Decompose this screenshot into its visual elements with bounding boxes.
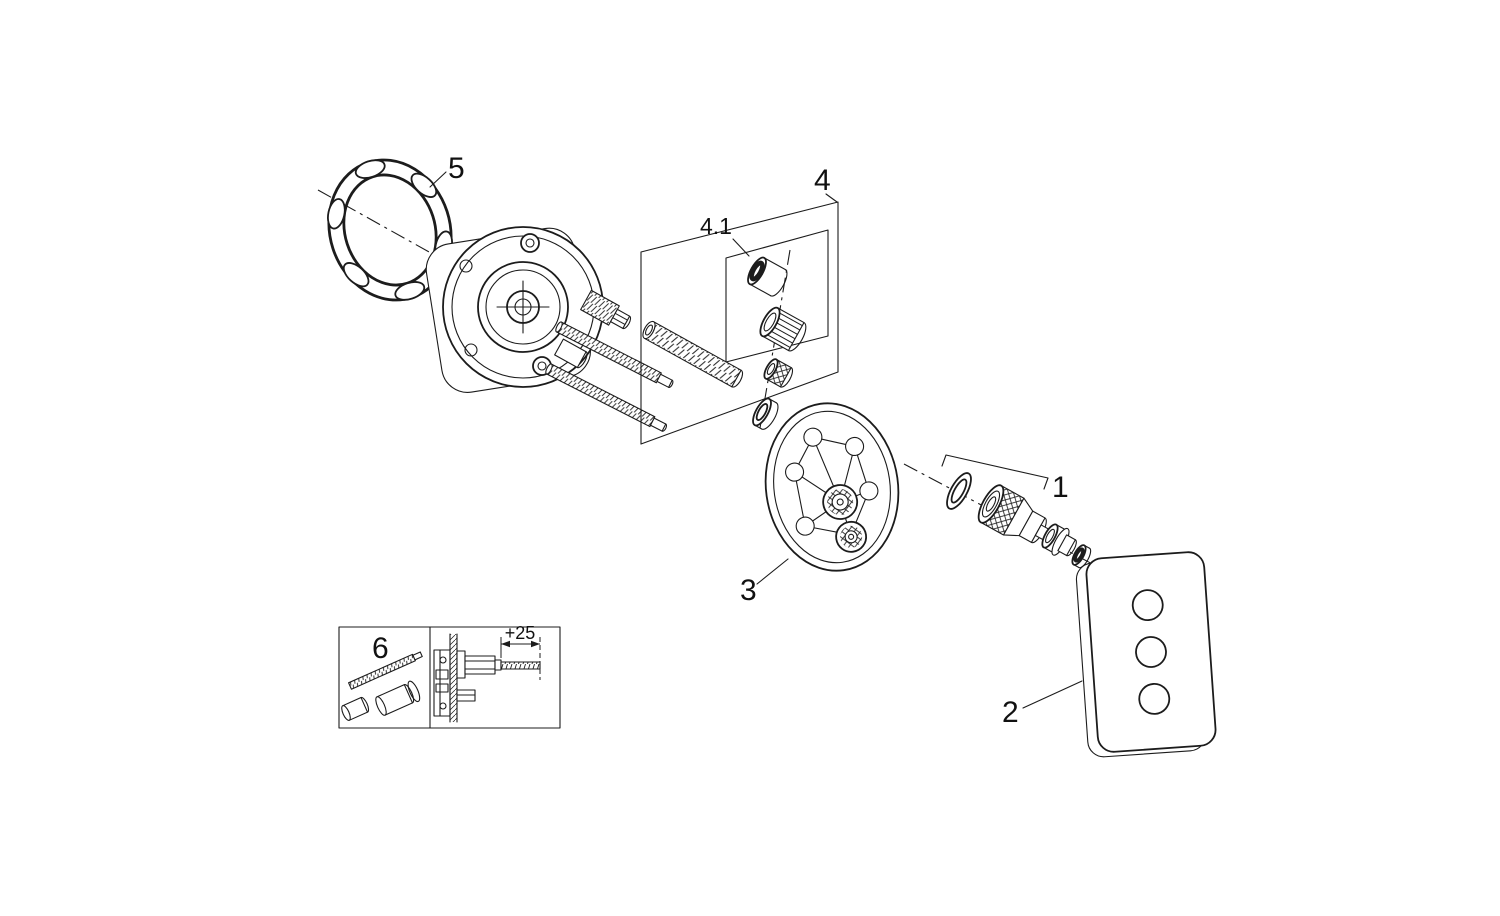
cap-fitting <box>747 256 788 297</box>
threaded-sleeve <box>642 320 744 388</box>
plate-button-top <box>1131 589 1164 622</box>
inset-adapter-short <box>341 696 370 721</box>
inset-box: 6 <box>338 623 561 729</box>
inset-threaded-rod <box>348 651 423 690</box>
callout-label-4-1: 4.1 <box>700 213 732 239</box>
dimension-arrow-right <box>531 640 540 648</box>
seal-ring <box>752 397 779 430</box>
flange-hole-left-top <box>459 259 473 273</box>
mounting-plate <box>764 402 900 572</box>
dimension: +25 <box>500 623 541 680</box>
section-spindle <box>500 661 541 670</box>
section-wall <box>449 633 458 723</box>
dimension-label: +25 <box>505 623 536 643</box>
valve-rough-in-body <box>425 226 632 393</box>
splined-adapter <box>759 306 807 352</box>
callout-label-3: 3 <box>740 574 757 607</box>
callout-label-5: 5 <box>448 152 465 185</box>
inset-section-view: +25 <box>433 623 541 723</box>
section-valve-body <box>433 649 451 717</box>
threaded-rod-lower <box>545 363 668 432</box>
callout-label-6: 6 <box>372 632 389 665</box>
mounting-screw-top <box>520 233 540 253</box>
section-lower-stub <box>456 689 476 702</box>
callout-leader-5 <box>429 171 447 188</box>
inset-extension-sleeve <box>375 680 421 716</box>
washer-disc <box>1071 544 1092 569</box>
o-ring <box>946 472 972 510</box>
knurled-bushing <box>763 358 794 388</box>
thermostat-cartridge <box>977 484 1051 544</box>
callout-leader-2 <box>1022 680 1083 709</box>
callout-leader-4 <box>825 193 838 203</box>
flange-hole-left-bottom <box>464 343 478 357</box>
plate-knob-center <box>822 484 859 520</box>
callout-label-1: 1 <box>1052 471 1069 504</box>
spindle-stub-upper <box>580 289 632 330</box>
group-4-outline <box>640 201 839 445</box>
label-1-bracket <box>941 454 1049 490</box>
plate-knob-lower <box>835 520 868 553</box>
callout-leader-3 <box>756 558 789 585</box>
center-line-lower <box>903 463 1099 568</box>
wall-plate <box>1085 551 1217 753</box>
group-4-1-outline <box>725 229 829 363</box>
section-extension <box>456 650 502 679</box>
dimension-arrow-left <box>501 640 510 648</box>
port-stub-lower <box>554 338 588 369</box>
callout-label-2: 2 <box>1002 696 1019 729</box>
callout-label-4: 4 <box>814 164 831 197</box>
plate-button-middle <box>1135 636 1167 668</box>
threaded-rod-upper <box>555 321 674 388</box>
plate-button-bottom <box>1138 682 1171 715</box>
callout-leader-4-1 <box>732 238 750 257</box>
retainer-nut <box>1041 523 1077 557</box>
